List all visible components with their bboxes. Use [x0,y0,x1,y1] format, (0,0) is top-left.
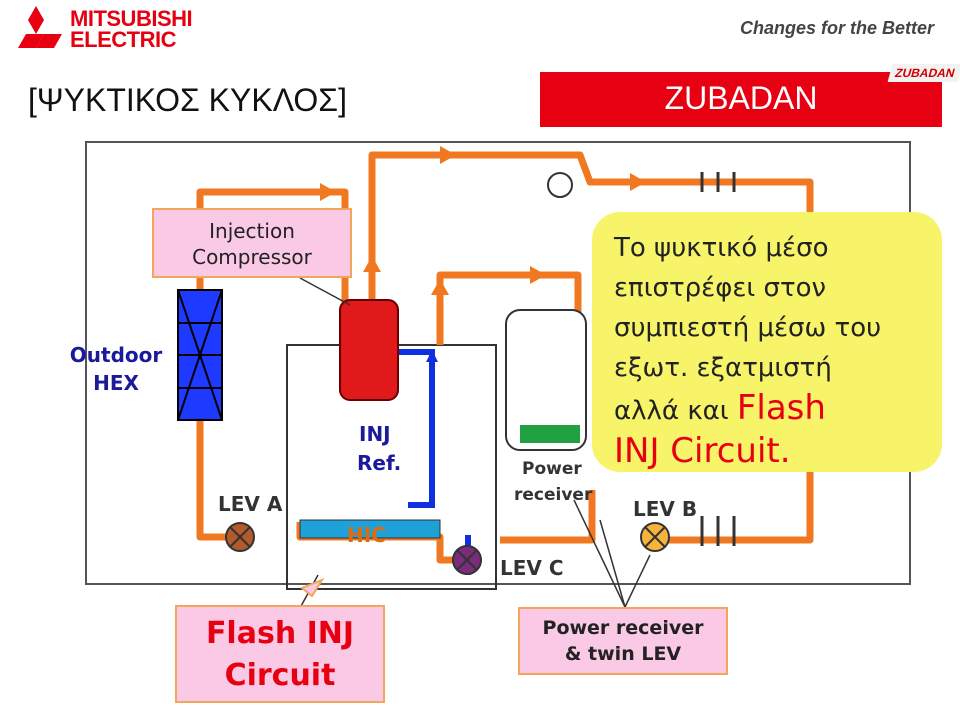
four-way-valve-icon [547,172,573,198]
note-line-4: εξωτ. εξατμιστή [614,353,832,383]
note-line-3: συμπιεστή μέσω του [614,313,882,343]
pr-box-line-1: Power receiver [542,617,704,639]
flow-arrows [320,146,646,295]
pipe-receiver-out [500,490,596,544]
page-title: [ΨΥΚΤΙΚΟΣ ΚΥΚΛΟΣ] [28,82,347,118]
flash-box-line-1: Flash INJ [205,616,355,651]
lev-b-label: LEV B [633,497,697,521]
explanation-note: Το ψυκτικό μέσο επιστρέφει στον συμπιεστ… [592,212,942,472]
power-receiver-body [505,309,587,451]
lev-c-icon [452,545,482,575]
power-receiver-twin-lev-box: Power receiver & twin LEV [518,607,728,675]
product-banner [540,72,942,127]
compressor [339,299,399,401]
mitsubishi-logo-icon [18,6,62,48]
injection-compressor-callout: Injection Compressor [152,208,352,278]
arrow-5 [431,279,449,295]
flash-box-line-2: Circuit [224,658,336,693]
brand-name: MITSUBISHI ELECTRIC [70,6,193,52]
outdoor-hex-fins [177,289,223,421]
blue-arrow [426,350,438,362]
header-bar [0,0,960,60]
arrow-1 [320,183,336,201]
callout-pointers-receiver [573,499,651,608]
callout-line-1: Injection [209,219,295,243]
pipe-lev-a-down [196,420,240,541]
brand-line-1: MITSUBISHI [70,6,193,31]
pipe-middle [436,271,582,345]
hic-label: HIC [347,523,386,547]
arrow-3 [630,173,646,191]
flash-pointer-tab [300,577,325,598]
note-line-2: επιστρέφει στον [614,273,827,303]
brand-line-2: ELECTRIC [70,27,177,52]
arrow-4 [363,256,381,272]
note-line-6-highlight: INJ Circuit. [614,431,791,471]
pr-box-line-2: & twin LEV [564,643,682,665]
terminal-marks [700,172,736,546]
lev-b-icon [640,522,670,552]
note-line-5: αλλά και Flash [614,388,942,431]
hic-plate [299,519,441,539]
power-receiver-label-2: receiver [514,485,593,505]
pipe-lev-b-right [655,470,814,544]
outdoor-hex-label-2: HEX [93,371,139,395]
flash-inj-circuit-box: Flash INJ Circuit [175,605,385,703]
pipe-discharge-top [368,151,814,300]
lev-c-label: LEV C [500,556,564,580]
inj-ref-label: INJ [359,422,391,446]
note-line-1: Το ψυκτικό μέσο [614,233,829,263]
arrow-6 [530,266,546,284]
outdoor-hex-label: Outdoor [70,343,163,367]
lev-a-label: LEV A [218,492,283,516]
slogan: Changes for the Better [740,18,935,38]
note-line-5-highlight: Flash [736,388,826,428]
callout-line-2: Compressor [192,245,312,269]
inj-ref-label-2: Ref. [357,451,401,475]
arrow-2 [440,146,456,164]
power-receiver-label: Power [522,459,582,479]
note-line-5-prefix: αλλά και [614,396,729,426]
callout-pointer-compressor [299,277,351,306]
lev-a-icon [225,522,255,552]
product-name: ZUBADAN [664,80,818,116]
power-receiver-level [520,425,580,443]
